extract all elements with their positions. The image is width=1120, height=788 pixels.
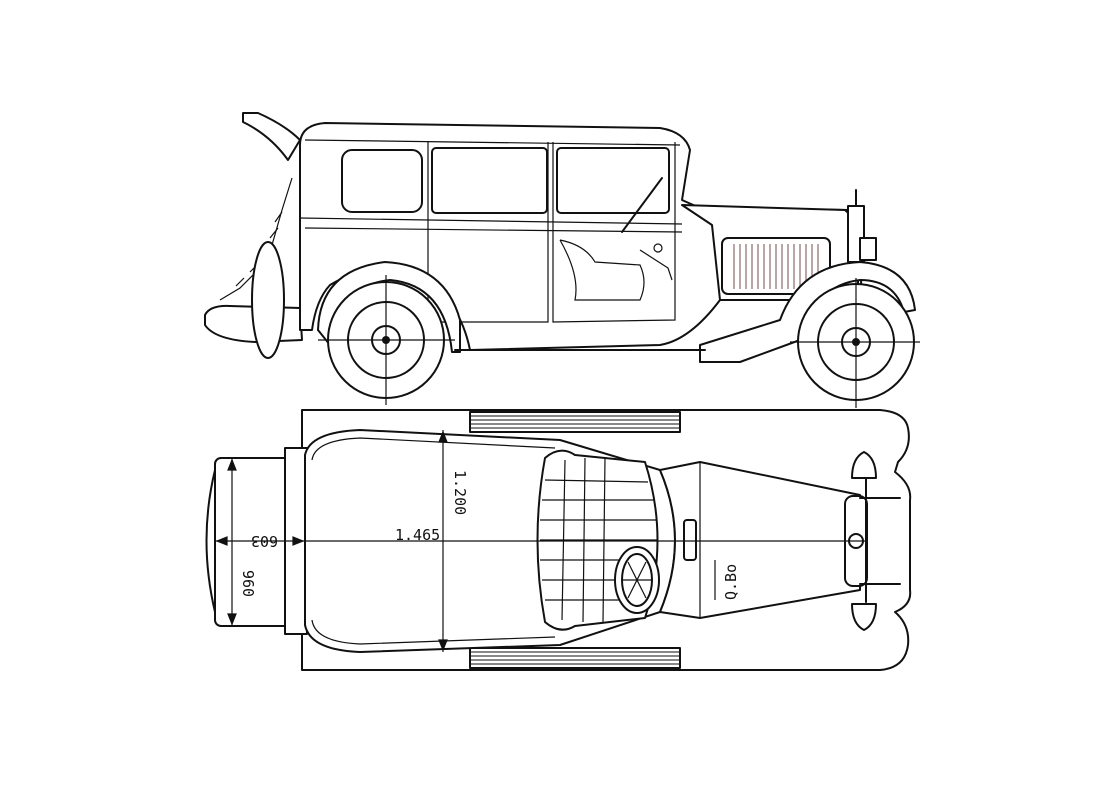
- trunk-lid: [242, 112, 301, 161]
- rear-door-window: [431, 147, 548, 214]
- dim-rear-overhang: 603: [251, 532, 278, 550]
- dimension-lines: [215, 430, 866, 652]
- front-wheel: [790, 278, 920, 408]
- dim-rear-width: 960: [239, 570, 257, 597]
- top-view: 1.465 1.200 603 960 Q.Bo: [205, 409, 912, 671]
- dim-overall-width: 1.465: [395, 526, 440, 544]
- running-board-bottom: [469, 647, 681, 669]
- steering-column: [621, 177, 663, 233]
- hood-top: [659, 461, 861, 619]
- front-seat: [559, 239, 645, 301]
- dim-body-width: 1.200: [451, 470, 469, 515]
- radiator-grille: [721, 237, 831, 295]
- running-board-top: [469, 411, 681, 433]
- headlamp-top-right: [851, 603, 877, 631]
- headlamp: [859, 237, 877, 261]
- rear-quarter-window: [341, 149, 423, 213]
- steering-wheel-top: [614, 546, 660, 614]
- headlamp-top-left: [851, 451, 877, 479]
- windshield-vent: [683, 519, 697, 561]
- front-door-window: [556, 147, 670, 214]
- rear-door: [427, 142, 549, 323]
- side-view: [204, 112, 920, 408]
- front-door: [552, 142, 676, 323]
- dim-front-mark: Q.Bo: [722, 564, 740, 600]
- front-bumper: [859, 497, 901, 585]
- rear-wheel: [318, 275, 455, 405]
